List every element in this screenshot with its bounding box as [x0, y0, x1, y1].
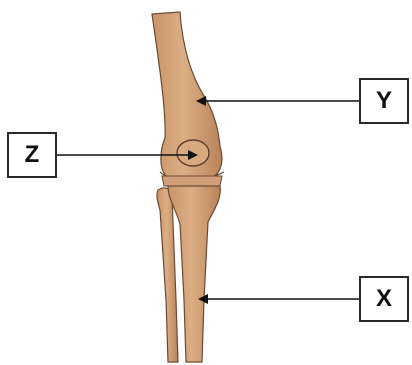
- label-box-y: Y: [359, 78, 409, 124]
- label-box-z: Z: [7, 132, 57, 178]
- label-box-x: X: [359, 276, 409, 322]
- knee-cartilage: [162, 176, 222, 186]
- patella-bone: [177, 140, 209, 166]
- fibula-bone: [157, 188, 178, 362]
